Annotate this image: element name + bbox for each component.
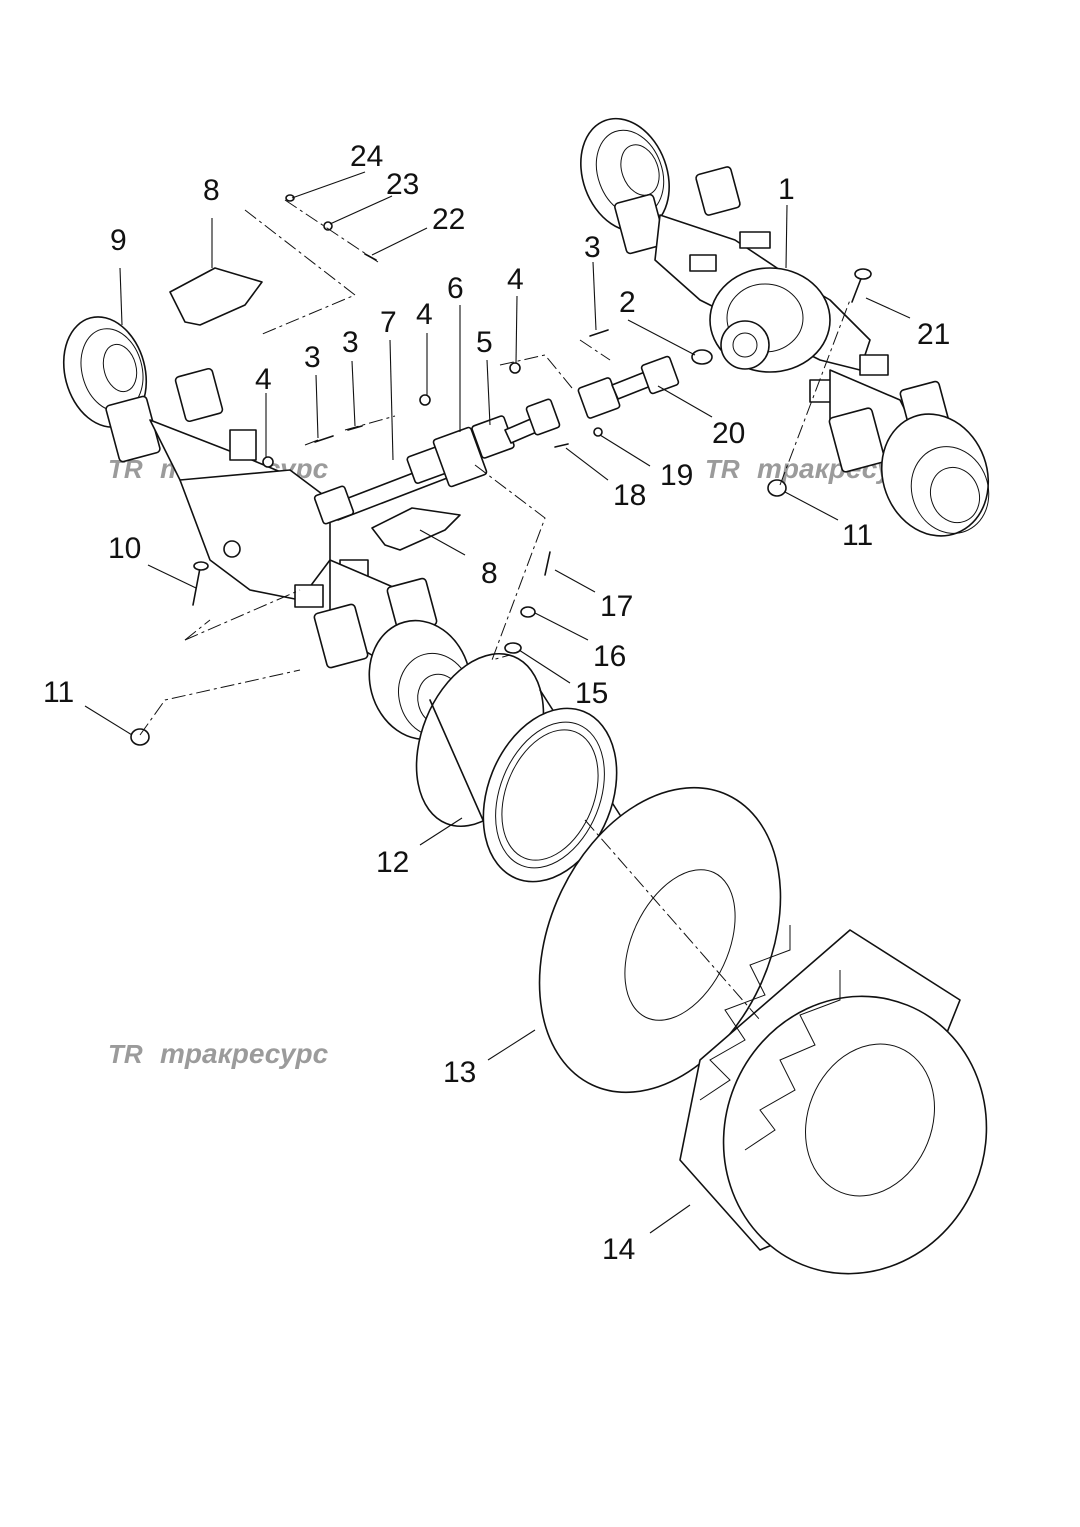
guard-plate-top — [169, 267, 263, 326]
callout-8-top: 8 — [203, 174, 220, 207]
rear-axle-assembly — [580, 117, 990, 537]
callout-1: 1 — [778, 173, 795, 206]
callout-labels: 24 23 22 8 9 1 3 4 2 6 4 7 5 3 3 4 21 20… — [43, 140, 950, 1266]
drive-shaft-20 — [577, 355, 680, 419]
callout-4-left: 4 — [255, 363, 272, 396]
callout-11-right: 11 — [842, 519, 873, 552]
tire — [679, 925, 988, 1275]
callout-7: 7 — [380, 306, 397, 339]
callout-10: 10 — [108, 532, 141, 565]
callout-15: 15 — [575, 677, 608, 710]
center-lines — [139, 199, 851, 1021]
front-axle-assembly — [62, 316, 472, 741]
callout-20: 20 — [712, 417, 745, 450]
hardware — [130, 194, 872, 746]
inner-tube — [538, 786, 782, 1094]
callout-3-mid: 3 — [342, 326, 359, 359]
callout-13: 13 — [443, 1056, 476, 1089]
callout-3-right: 3 — [584, 231, 601, 264]
callout-17: 17 — [600, 590, 633, 623]
callout-16: 16 — [593, 640, 626, 673]
callout-5: 5 — [476, 326, 493, 359]
callout-9: 9 — [110, 224, 127, 257]
watermark-left-bottom: TR тракресурс — [108, 1038, 329, 1069]
drive-shaft-5 — [471, 398, 561, 459]
wheel-rim — [415, 652, 621, 883]
watermark-logo: TR — [705, 454, 740, 484]
callout-3-left: 3 — [304, 341, 321, 374]
callout-22: 22 — [432, 203, 465, 236]
callout-6: 6 — [447, 272, 464, 305]
callout-21: 21 — [917, 318, 950, 351]
callout-4-right: 4 — [507, 263, 524, 296]
callout-19: 19 — [660, 459, 693, 492]
callout-12: 12 — [376, 846, 409, 879]
callout-2: 2 — [619, 286, 636, 319]
callout-4-mid: 4 — [416, 298, 433, 331]
callout-11-left: 11 — [43, 676, 74, 709]
callout-24: 24 — [350, 140, 383, 173]
callout-8-bottom: 8 — [481, 557, 498, 590]
watermark-text: тракресурс — [160, 1038, 329, 1069]
callout-18: 18 — [613, 479, 646, 512]
callout-23: 23 — [386, 168, 419, 201]
guard-plate-bottom — [371, 507, 461, 551]
drive-shaft-7 — [313, 426, 488, 525]
watermark-logo: TR — [108, 1039, 143, 1069]
callout-14: 14 — [602, 1233, 635, 1266]
leader-lines — [84, 171, 911, 1234]
